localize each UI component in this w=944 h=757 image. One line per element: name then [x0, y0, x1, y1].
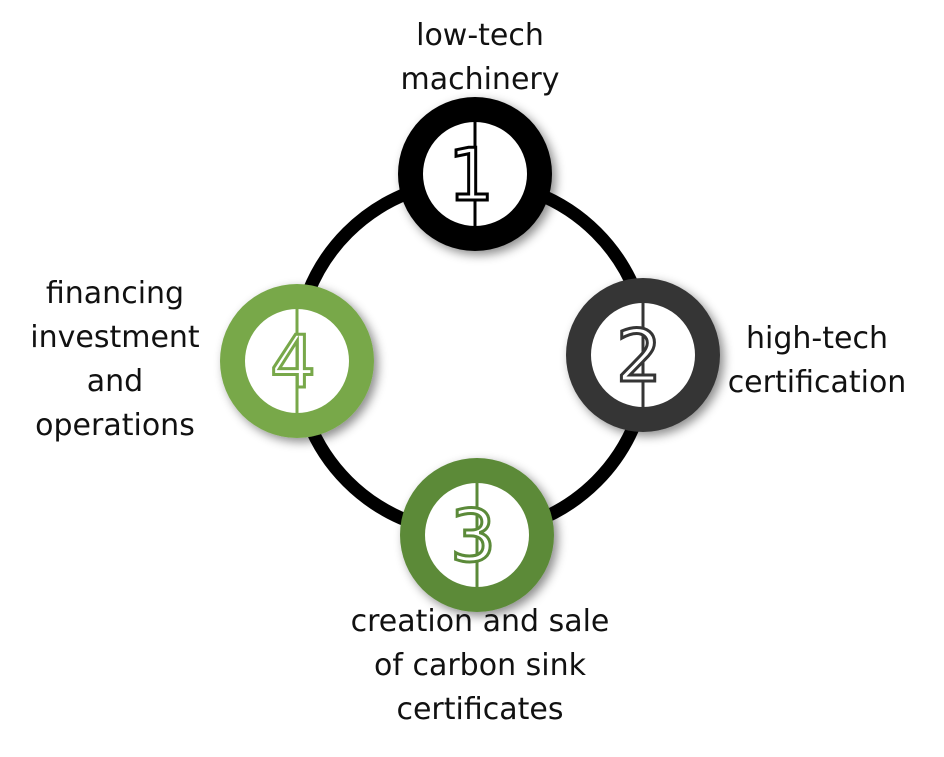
step-number: 4 [270, 320, 316, 404]
step-number: 2 [616, 314, 662, 398]
step-number: 3 [450, 494, 496, 578]
label-financing: financing investment and operations [30, 276, 200, 443]
label-high-tech-certification: high-tech certification [727, 321, 907, 400]
label-low-tech-machinery: low-tech machinery [400, 18, 560, 97]
step-node-2: 2 [566, 278, 720, 432]
step-node-3: 3 [400, 458, 554, 612]
step-number: 1 [448, 133, 494, 217]
step-node-1: 1 [398, 97, 552, 251]
step-node-4: 4 [220, 284, 374, 438]
label-carbon-sink-certificates: creation and sale of carbon sink certifi… [350, 604, 610, 727]
